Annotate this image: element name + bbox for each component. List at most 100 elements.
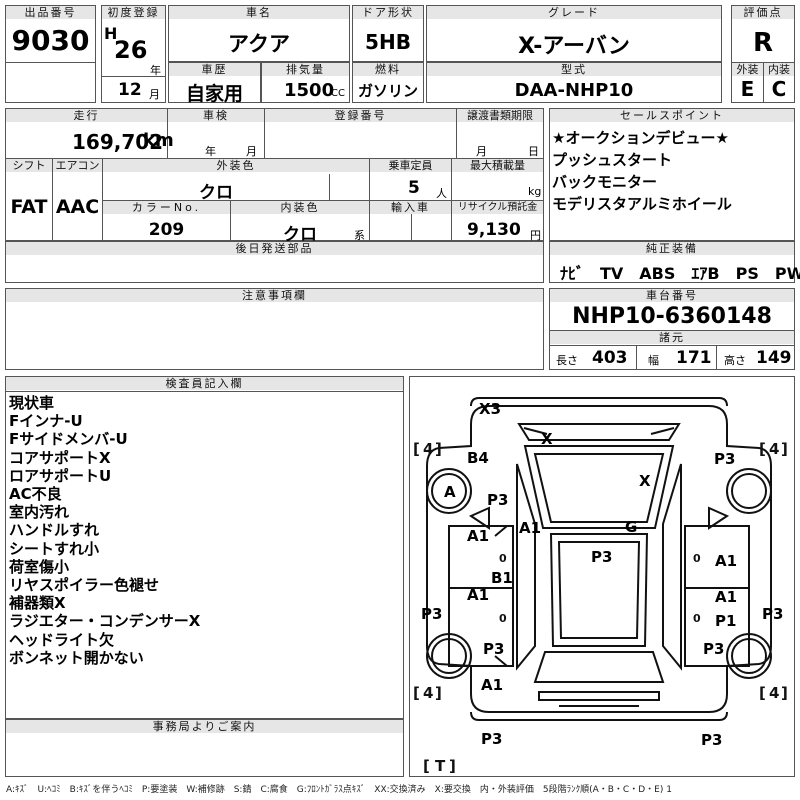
- inspector-note: 現状車: [9, 394, 55, 412]
- import-header: 輸入車: [370, 201, 451, 214]
- inspector-note: コアサポートX: [9, 448, 111, 467]
- sales-point: ★オークションデビュー★: [552, 129, 729, 147]
- door-zero-mark: 0: [499, 552, 507, 565]
- damage-code: P3: [714, 450, 735, 468]
- color-no: 209: [148, 220, 185, 240]
- damage-code: A1: [481, 676, 503, 694]
- height-label: 高さ: [724, 354, 746, 367]
- car-name-header: 車名: [169, 6, 349, 19]
- car-diagram: [ 4 ] [ 4 ] [ 4 ] [ 4 ] [ T ] 0 0 0 0 X3…: [413, 397, 788, 775]
- inspector-note: 室内汚れ: [9, 503, 70, 522]
- model-type: DAA-NHP10: [514, 80, 634, 101]
- svg-text:]: ]: [435, 684, 442, 702]
- cc-unit: CC: [331, 88, 345, 99]
- aircon-header: エアコン: [53, 159, 102, 172]
- door-zero-mark: 0: [499, 612, 507, 625]
- lot-number: 9030: [11, 24, 90, 57]
- tire-tread-fr-value: 4: [769, 440, 779, 458]
- genuine-equipment: ﾅﾋﾞ TV ABS ｴｱB PS PW: [560, 264, 800, 283]
- mileage-header: 走行: [6, 109, 167, 122]
- tire-tread-rl-value: 4: [423, 684, 433, 702]
- damage-code: X3: [479, 400, 501, 418]
- damage-code: P3: [481, 730, 502, 748]
- length: 403: [592, 348, 628, 368]
- svg-text:]: ]: [781, 684, 788, 702]
- inspector-note: ロアサポートU: [9, 466, 112, 485]
- height: 149: [756, 348, 792, 368]
- rating: R: [752, 28, 774, 58]
- inspector-notes-cell: [5, 376, 404, 719]
- damage-code: P3: [762, 605, 783, 623]
- shift-header: シフト: [6, 159, 52, 172]
- history: 自家用: [185, 83, 243, 105]
- max-load-header: 最大積載量: [452, 159, 543, 172]
- width-label: 幅: [648, 354, 659, 367]
- interior-color-header: 内装色: [231, 201, 369, 214]
- color-no-header: カラーNo.: [103, 201, 230, 214]
- door-zero-mark: 0: [693, 612, 701, 625]
- rating-header: 評価点: [732, 6, 794, 19]
- sales-points-list: ★オークションデビュー★ プッシュスタート バックモニター モデリスタアルミホイ…: [552, 127, 732, 215]
- damage-code: X: [541, 430, 553, 448]
- capacity-header: 乗車定員: [370, 159, 451, 172]
- notes-header: 注意事項欄: [6, 289, 543, 302]
- damage-code: G: [625, 518, 637, 536]
- capacity: 5: [408, 178, 420, 198]
- exterior-color-header: 外装色: [103, 159, 369, 172]
- kg-unit: kg: [528, 185, 542, 198]
- inspection-year-unit: 年: [205, 145, 216, 158]
- fuel: ガソリン: [357, 82, 418, 100]
- office-notice-header: 事務局よりご案内: [6, 720, 403, 733]
- damage-code: P3: [421, 605, 442, 623]
- inspection-header: 車検: [168, 109, 264, 122]
- first-registration-cell: [101, 5, 166, 103]
- km-unit: km: [143, 130, 174, 151]
- damage-code: P3: [703, 640, 724, 658]
- sales-point: モデリスタアルミホイール: [552, 195, 732, 213]
- sales-point: バックモニター: [552, 173, 658, 191]
- svg-text:]: ]: [449, 757, 456, 775]
- mileage: 169,702: [72, 130, 164, 154]
- grade-header: グレード: [427, 6, 721, 19]
- inspector-note: リヤスポイラー色褪せ: [9, 576, 160, 595]
- damage-code: P3: [487, 491, 508, 509]
- specs-header: 諸元: [550, 331, 794, 344]
- svg-text:[: [: [759, 440, 766, 458]
- svg-text:]: ]: [781, 440, 788, 458]
- displacement-header: 排気量: [262, 63, 349, 76]
- damage-code: P3: [591, 548, 612, 566]
- car-diagram-cell: [409, 376, 795, 777]
- inspector-notes-list: 現状車 Fインナ-U Fサイドメンバ-U コアサポートX ロアサポートU AC不…: [9, 394, 200, 667]
- svg-text:[: [: [759, 684, 766, 702]
- inspector-note: シートすれ小: [9, 539, 100, 558]
- inspector-note: Fサイドメンバ-U: [9, 430, 128, 449]
- lot-number-cell: [5, 5, 96, 103]
- grade: X-アーバン: [518, 34, 630, 59]
- chassis-header: 車台番号: [550, 289, 794, 302]
- damage-code: P3: [701, 731, 722, 749]
- door-type: 5HB: [365, 30, 411, 54]
- chassis-number: NHP10-6360148: [572, 304, 772, 329]
- inspection-month-unit: 月: [246, 145, 257, 158]
- damage-code: A1: [467, 586, 489, 604]
- deadline-month-unit: 月: [476, 145, 487, 158]
- tire-tread-rr-value: 4: [769, 684, 779, 702]
- inspector-note: ボンネット開かない: [9, 648, 144, 667]
- exterior-grade: E: [740, 77, 755, 101]
- lot-number-header: 出品番号: [6, 6, 95, 19]
- interior-color: クロ: [283, 225, 317, 245]
- damage-code: B1: [491, 569, 513, 587]
- history-header: 車歴: [169, 63, 260, 76]
- damage-code: A: [444, 483, 456, 501]
- inspector-note: ヘッドライト欠: [9, 630, 115, 649]
- model-type-header: 型式: [427, 63, 721, 76]
- interior-grade-header: 内装: [764, 63, 794, 76]
- inspector-note: 補器類X: [9, 594, 66, 613]
- interior-grade: C: [771, 77, 787, 101]
- length-label: 長さ: [556, 354, 578, 367]
- car-name: アクア: [228, 32, 290, 56]
- first-registration-header: 初度登録: [102, 6, 165, 19]
- yen-unit: 円: [530, 229, 541, 242]
- aircon: AAC: [55, 196, 100, 218]
- shift: FAT: [10, 196, 48, 218]
